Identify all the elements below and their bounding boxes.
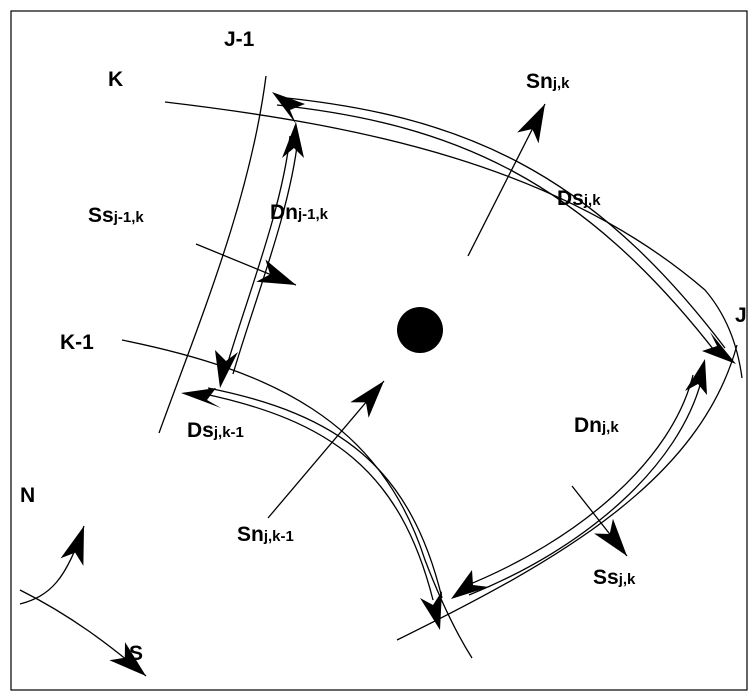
node-point [397, 307, 443, 353]
compass-s-arrow [19, 589, 147, 677]
sn-jkm1-arrow [267, 380, 385, 519]
label-ss-jk: Ssj,k [593, 566, 636, 589]
ds-jk-arrow-head-end [702, 332, 736, 364]
label-s: S [129, 642, 143, 665]
ds-jkm1-arrow-head-end [420, 591, 442, 630]
label-k-minus-1: K-1 [60, 331, 94, 354]
dn-jk-arrow-head-end [685, 359, 707, 395]
dn-jm1k-arrow-line-b [232, 137, 299, 375]
ss-jk-arrow [571, 485, 628, 557]
label-ds-jk: Dsj,k [557, 187, 601, 210]
label-ss-jm1k: Ssj-1,k [88, 204, 144, 227]
label-dn-jk: Dnj,k [574, 414, 619, 437]
dn-jm1k-arrow-line-a [224, 135, 291, 373]
compass-n-arrow [19, 525, 85, 605]
label-j-minus-1: J-1 [224, 28, 255, 51]
label-n: N [20, 484, 35, 507]
label-k: K [108, 68, 123, 91]
ds-jkm1-arrow-head-start [181, 388, 221, 408]
label-sn-jkm1: Snj,k-1 [237, 523, 294, 546]
ds-jkm1-arrow-line-b [207, 387, 443, 599]
dn-jk-arrow-head-start [451, 570, 489, 599]
dn-jm1k-arrow-head-start [282, 122, 304, 158]
grid-line-k [164, 101, 743, 379]
dn-jk-arrow-line-b [468, 377, 703, 596]
ds-jk-arrow-head-start [272, 92, 305, 124]
ds-jk-arrow-line-a [276, 96, 726, 349]
label-dn-jm1k: Dnj-1,k [270, 201, 329, 224]
grid-line-j [396, 344, 738, 641]
ds-jkm1-arrow-line-a [199, 392, 434, 601]
figure-frame [10, 10, 748, 691]
ss-jm1k-arrow [195, 243, 297, 286]
ds-jk-arrow-line-b [276, 104, 718, 355]
label-j: J [735, 304, 747, 327]
label-ds-jkm1: Dsj,k-1 [187, 419, 244, 442]
label-sn-jk: Snj,k [526, 70, 570, 93]
grid-line-j-minus-1 [158, 75, 267, 434]
grid-line-k-minus-1 [121, 339, 473, 659]
sn-jk-arrow [467, 103, 546, 257]
dn-jm1k-arrow-head-end [215, 350, 238, 388]
dn-jk-arrow-line-a [462, 374, 694, 588]
